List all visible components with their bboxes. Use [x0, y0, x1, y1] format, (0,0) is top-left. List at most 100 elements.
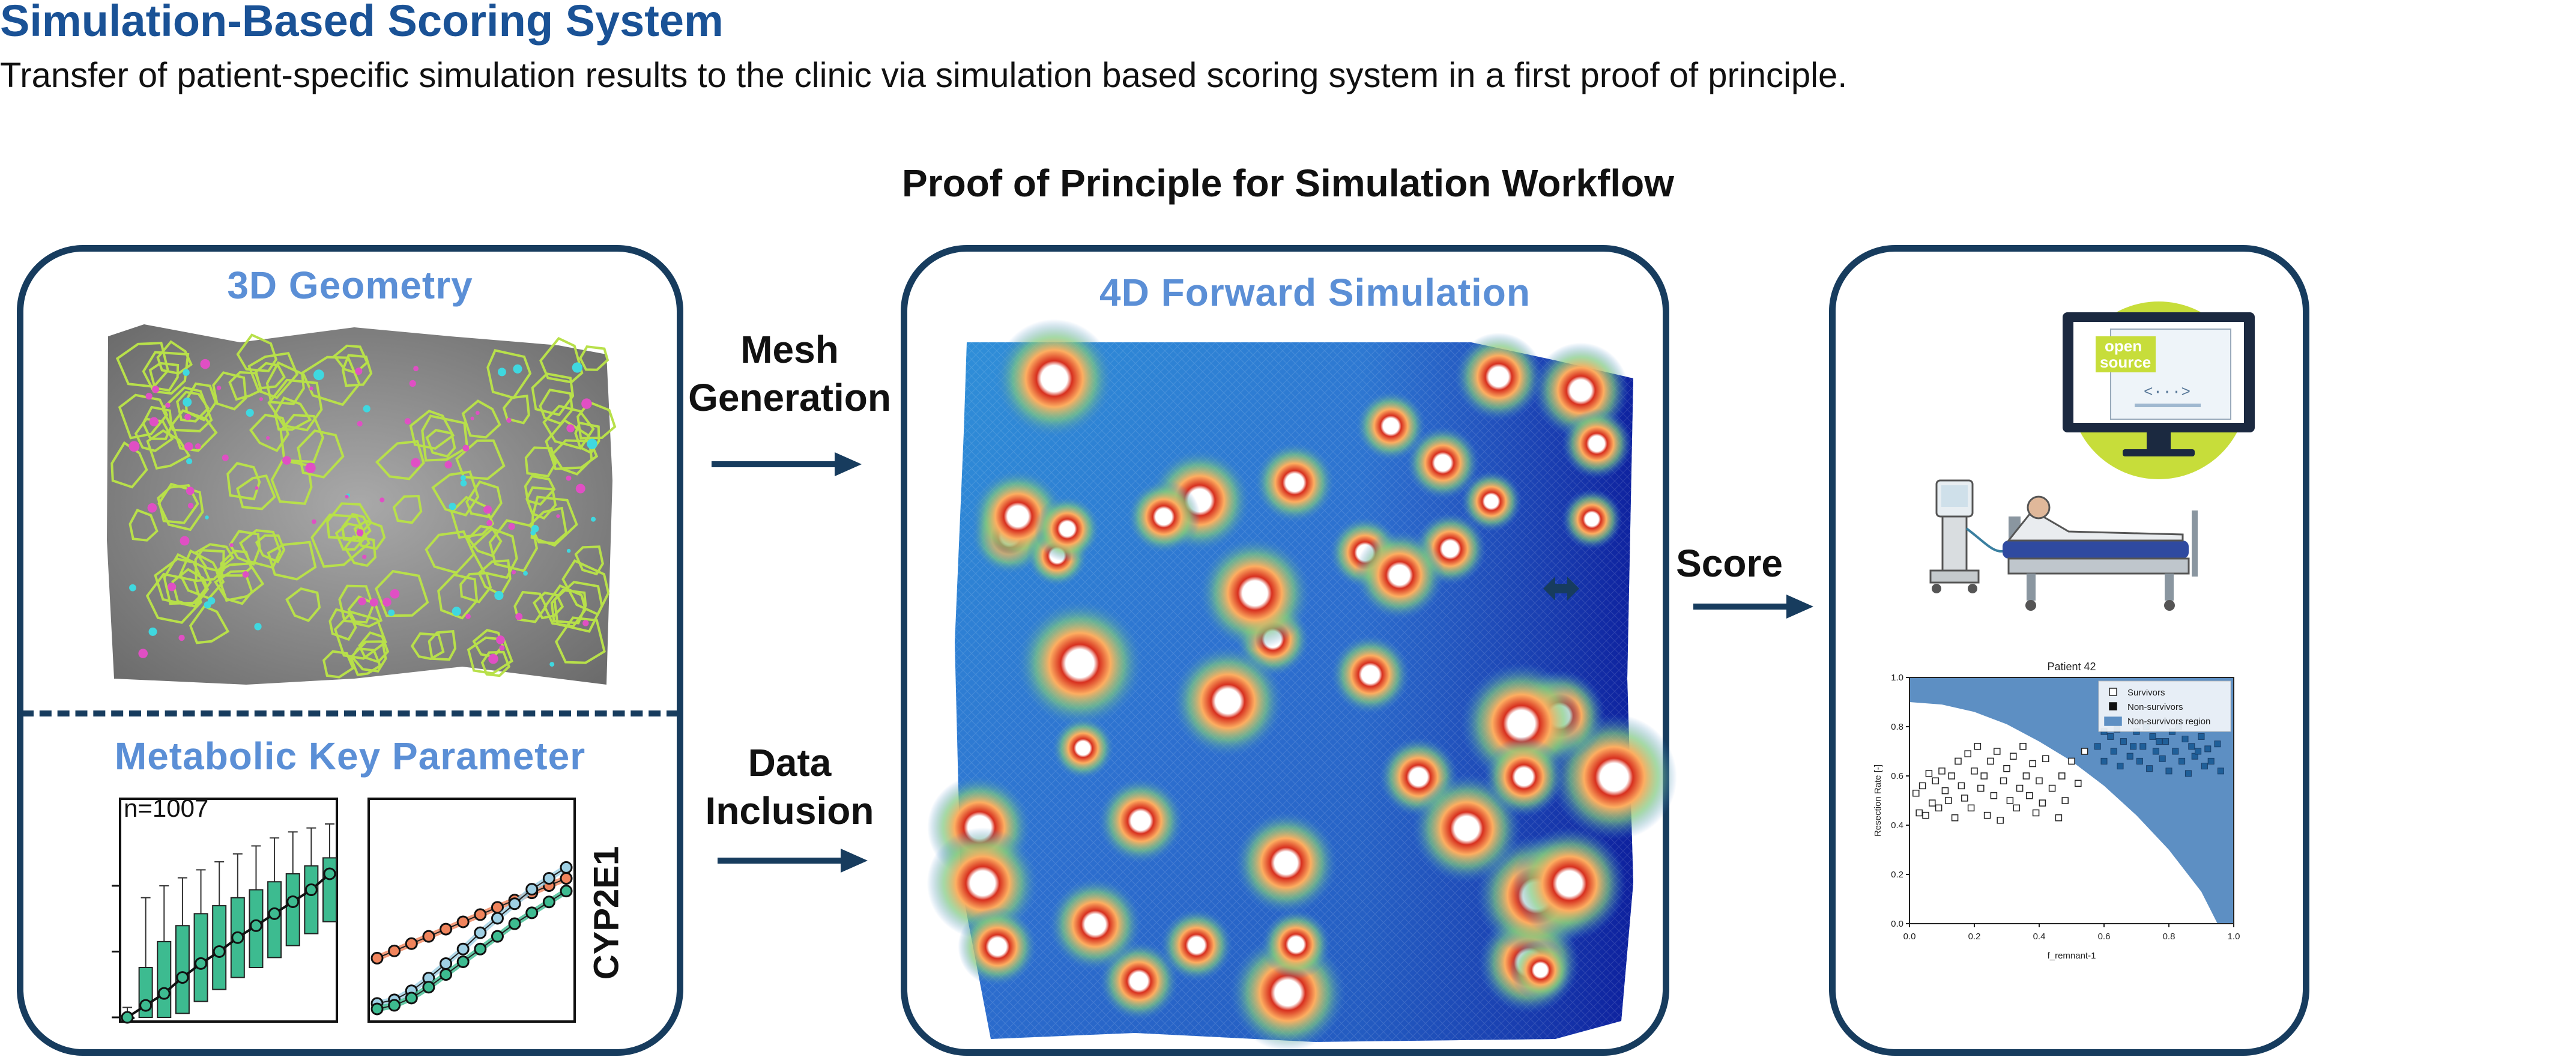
survivor-point: [1915, 809, 1923, 817]
tissue-cell: [255, 534, 286, 563]
tissue-cell: [301, 356, 361, 407]
central-vein-gradient: [1097, 777, 1184, 864]
legend-swatch: [2109, 688, 2117, 696]
tissue-cell: [236, 333, 278, 372]
tissue-cell: [421, 414, 469, 462]
non-survivor-point: [2107, 733, 2114, 740]
n-label: n=1007: [124, 794, 209, 822]
tissue-cell: [189, 605, 230, 644]
tissue-cell: [579, 345, 609, 371]
series-point: [542, 895, 555, 909]
median-point: [195, 957, 208, 970]
marker-dot: [222, 454, 229, 461]
box: [285, 873, 300, 946]
marker-dot: [452, 607, 461, 616]
lineplot-frame: [367, 798, 576, 1023]
tissue-cell: [326, 502, 373, 540]
tissue-cell: [267, 541, 317, 581]
tissue-cell: [142, 351, 190, 395]
non-survivor-point: [2204, 745, 2212, 753]
central-vein-gradient: [1199, 536, 1311, 650]
series-point: [422, 981, 435, 994]
non-survivor-point: [2207, 757, 2215, 765]
marker-dot: [590, 516, 596, 522]
median-point: [121, 1011, 134, 1024]
series-point: [422, 930, 435, 943]
non-survivor-point: [2110, 748, 2117, 755]
non-survivor-point: [2139, 743, 2147, 750]
tissue-cell: [265, 361, 305, 405]
tissue-cell: [310, 513, 371, 568]
tissue-cell: [455, 439, 506, 480]
survivor-point: [1990, 792, 1998, 799]
tissue-cell: [561, 559, 610, 616]
marker-dot: [556, 514, 560, 518]
marker-dot: [382, 598, 392, 607]
non-survivor-point: [2195, 748, 2202, 755]
median-point: [268, 907, 281, 920]
open-source-icon: open source <···>: [2063, 301, 2255, 479]
y-tick-label: 0.2: [1891, 870, 1903, 880]
marker-dot: [138, 649, 148, 658]
box: [175, 925, 190, 1014]
marker-dot: [511, 570, 516, 575]
survivor-point: [1929, 799, 1936, 807]
marker-dot: [145, 393, 153, 400]
y-tick-label: 1.0: [1891, 673, 1903, 683]
central-vein-gradient: [1254, 442, 1335, 523]
y-tick-label: 0.4: [1891, 820, 1903, 831]
tissue-cell: [375, 440, 425, 480]
tissue-cell: [425, 530, 476, 574]
tissue-cell: [156, 340, 193, 375]
series-point: [456, 955, 470, 968]
marker-dot: [184, 413, 191, 420]
marker-dot: [259, 397, 263, 401]
tissue-cell: [195, 543, 235, 572]
marker-dot: [148, 627, 157, 636]
marker-dot: [204, 601, 211, 609]
simulation-image: [927, 319, 1677, 1052]
tissue-cell: [480, 650, 511, 677]
x-tick-label: 0.2: [1968, 931, 1981, 942]
survivor-point: [1925, 770, 1933, 777]
marker-dot: [566, 475, 572, 481]
tissue-cell: [157, 483, 199, 524]
survivor-point: [1935, 804, 1943, 812]
panel-divider: [22, 710, 679, 716]
survivor-point: [2026, 792, 2033, 799]
series-point: [370, 1002, 384, 1016]
marker-dot: [205, 515, 209, 519]
central-vein-gradient: [994, 319, 1114, 438]
marker-dot: [523, 571, 528, 576]
tissue-cell: [226, 462, 261, 501]
tissue-cell: [531, 372, 575, 416]
marker-dot: [483, 505, 492, 514]
page-subtitle: Transfer of patient-specific simulation …: [0, 56, 1848, 95]
data-inclusion-label: Data Inclusion: [688, 739, 892, 835]
legend-swatch: [2104, 716, 2122, 726]
x-axis-label: f_remnant-1: [2048, 951, 2096, 961]
non-survivor-point: [2201, 763, 2208, 770]
marker-dot: [305, 462, 316, 473]
survivor-point: [2081, 748, 2088, 755]
series-point: [440, 922, 453, 936]
survivor-point: [2000, 777, 2007, 784]
tissue-cell: [375, 569, 429, 617]
series-point: [370, 951, 384, 965]
marker-dot: [566, 424, 575, 432]
data-arrow: [718, 849, 868, 873]
tissue-cell: [297, 429, 345, 479]
survivor-point: [1938, 768, 1946, 775]
central-vein-gradient: [1510, 939, 1571, 1001]
marker-dot: [168, 583, 177, 592]
tissue-cell: [145, 572, 202, 624]
survivor-point: [2039, 799, 2046, 807]
non-survivor-point: [2152, 748, 2159, 755]
marker-dot: [449, 503, 456, 510]
survivor-point: [1961, 795, 1968, 802]
tissue-cell: [118, 393, 169, 440]
tissue-cell: [555, 616, 606, 664]
marker-dot: [409, 380, 416, 387]
marker-dot: [462, 444, 470, 452]
tissue-cell: [161, 386, 213, 432]
